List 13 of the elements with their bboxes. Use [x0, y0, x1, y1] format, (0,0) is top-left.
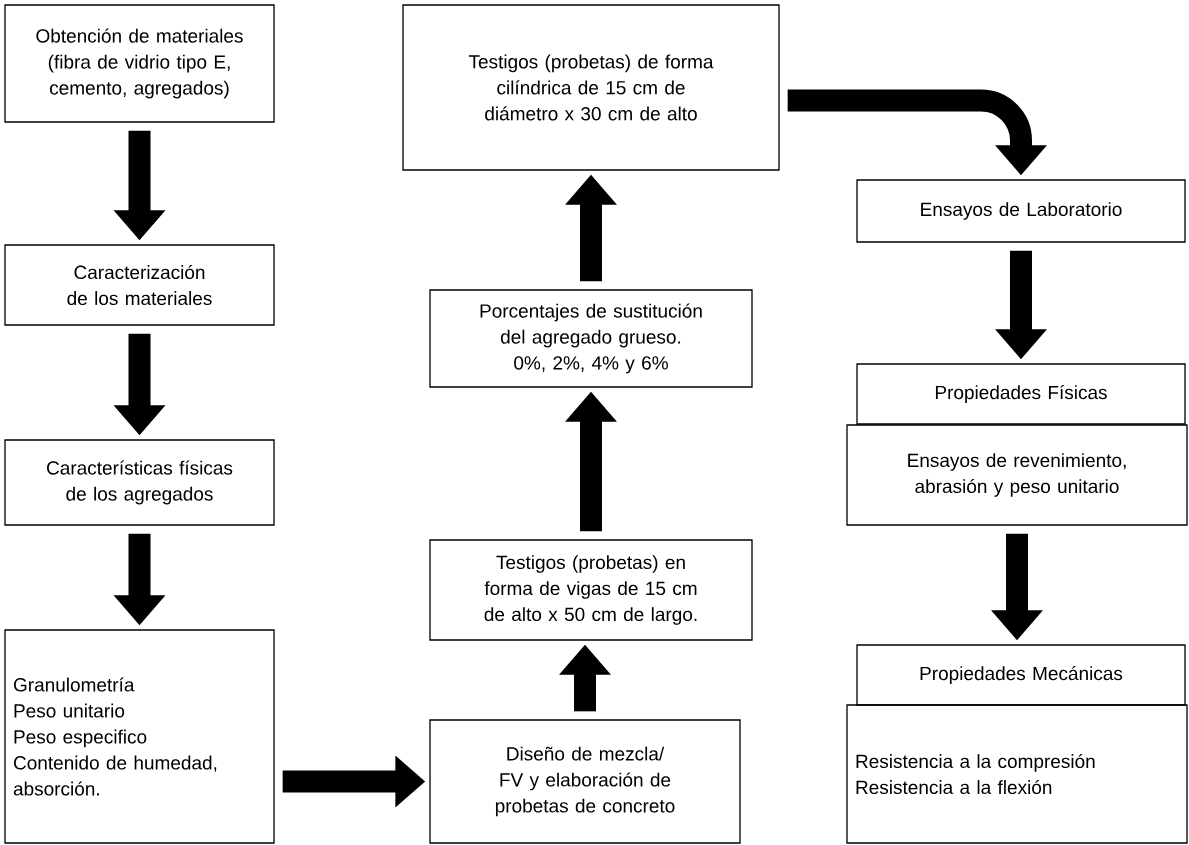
process-box: Obtención de materiales (fibra de vidrio tipo E, cemento, agregados): [4, 4, 275, 123]
process-box: Porcentajes de sustitución del agregado grueso. 0%, 2%, 4% y 6%: [429, 289, 753, 388]
process-box: Granulometría Peso unitario Peso especifico Contenido de humedad, absorción.: [4, 629, 275, 844]
process-box: Testigos (probetas) de forma cilíndrica de 15 cm de diámetro x 30 cm de alto: [402, 4, 780, 171]
process-box: Ensayos de Laboratorio: [856, 179, 1186, 243]
process-box: Caracterización de los materiales: [4, 244, 275, 326]
process-box: Diseño de mezcla/ FV y elaboración de probetas de concreto: [429, 719, 741, 844]
process-box: Características físicas de los agregados: [4, 439, 275, 526]
process-box: Ensayos de revenimiento, abrasión y peso unitario: [846, 424, 1188, 526]
process-box: Propiedades Físicas: [856, 363, 1186, 425]
process-box: Resistencia a la compresión Resistencia a la flexión: [846, 704, 1188, 844]
process-box: Propiedades Mecánicas: [856, 644, 1186, 706]
process-box: Testigos (probetas) en forma de vigas de 15 cm de alto x 50 cm de largo.: [429, 539, 753, 641]
